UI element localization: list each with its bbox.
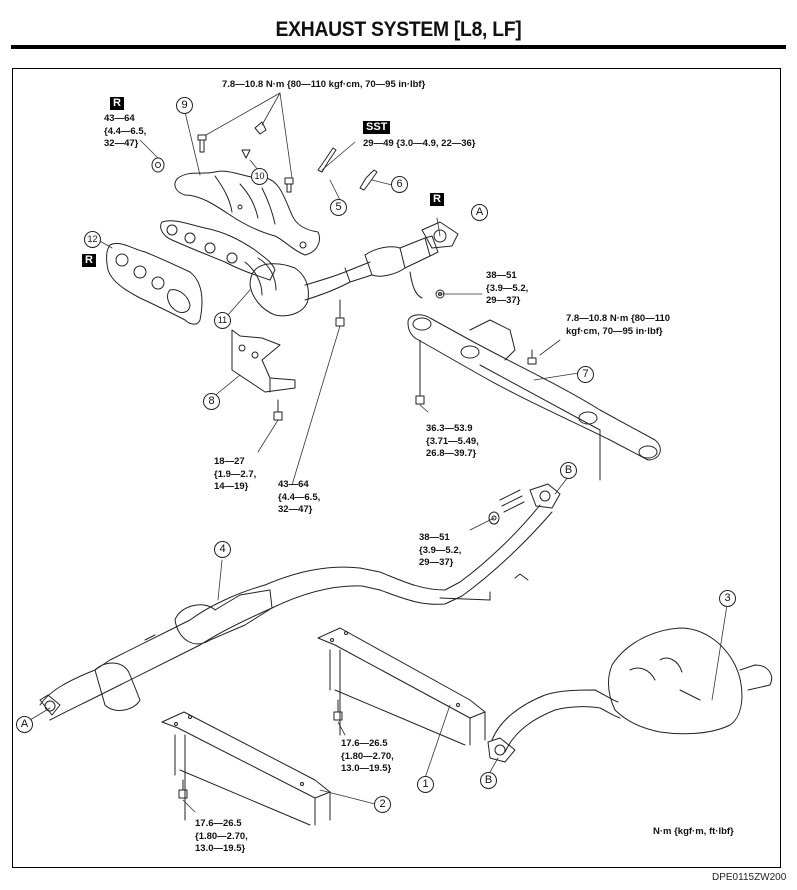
callout-part-3: 3 [719, 590, 736, 607]
exhaust-manifold [160, 220, 277, 296]
catalyst-bracket [231, 329, 296, 393]
torque-crossmember-bracket: 7.8—10.8 N·m {80—110 kgf·cm, 70—95 in·lb… [566, 313, 671, 337]
torque-heat-insulator: 7.8—10.8 N·m {80—110 kgf·cm, 70—95 in·lb… [222, 79, 426, 90]
callout-part-5: 5 [330, 199, 347, 216]
front-catalytic-converter [249, 235, 439, 317]
diagram-frame [12, 68, 781, 868]
torque-manifold-nut: 43—64 {4.4—6.5, 32—47} [104, 113, 147, 149]
torque-tunnel-member-2: 17.6—26.5 {1.80—2.70, 13.0—19.5} [195, 818, 248, 854]
torque-front-pipe-nut: 38—51 {3.9—5.2, 29—37} [486, 270, 529, 306]
leader-lines [29, 92, 728, 813]
replace-tag-flange: R [430, 193, 444, 206]
flange-gasket-upper [421, 221, 459, 249]
units-legend: N·m {kgf·m, ft·lbf} [653, 826, 734, 837]
tunnel-member-1 [317, 627, 486, 746]
torque-tunnel-member-1: 17.6—26.5 {1.80—2.70, 13.0—19.5} [341, 738, 394, 774]
torque-bracket-bolt: 18—27 {1.9—2.7, 14—19} [214, 456, 257, 492]
callout-part-4: 4 [214, 541, 231, 558]
joint-spring-nut [488, 489, 525, 525]
crossmember [407, 314, 661, 481]
callout-part-11: 11 [214, 312, 231, 329]
callout-part-2: 2 [374, 796, 391, 813]
callout-connector-b-lower: B [480, 772, 497, 789]
callout-part-8: 8 [203, 393, 220, 410]
torque-catalyst-bolt: 43—64 {4.4—6.5, 32—47} [278, 479, 321, 515]
callout-part-12: 12 [84, 231, 101, 248]
replace-tag-gasket: R [82, 254, 96, 267]
callout-part-6: 6 [391, 176, 408, 193]
figure-code: DPE0115ZW200 [712, 872, 787, 883]
torque-joint-nut: 38—51 {3.9—5.2, 29—37} [419, 532, 462, 568]
callout-part-10: 10 [251, 168, 268, 185]
manifold-gasket [106, 242, 203, 325]
title-rule [11, 45, 786, 49]
callout-connector-a-upper: A [471, 204, 488, 221]
torque-crossmember-bolt: 36.3—53.9 {3.71—5.49, 26.8—39.7} [426, 423, 479, 459]
fasteners-upper [151, 121, 537, 421]
page-title: EXHAUST SYSTEM [L8, LF] [275, 18, 522, 41]
torque-oxygen-sensor: 29—49 {3.0—4.9, 22—36} [363, 138, 476, 149]
tunnel-member-2 [161, 711, 331, 826]
main-silencer [487, 627, 773, 763]
heat-insulator [174, 170, 320, 256]
callout-part-7: 7 [577, 366, 594, 383]
sst-tag: SST [363, 121, 391, 134]
callout-connector-b-upper: B [560, 462, 577, 479]
replace-tag-nut: R [110, 97, 124, 110]
callout-connector-a-lower: A [16, 716, 33, 733]
callout-part-9: 9 [176, 97, 193, 114]
callout-part-1: 1 [417, 776, 434, 793]
front-pipe-converter [39, 483, 561, 721]
